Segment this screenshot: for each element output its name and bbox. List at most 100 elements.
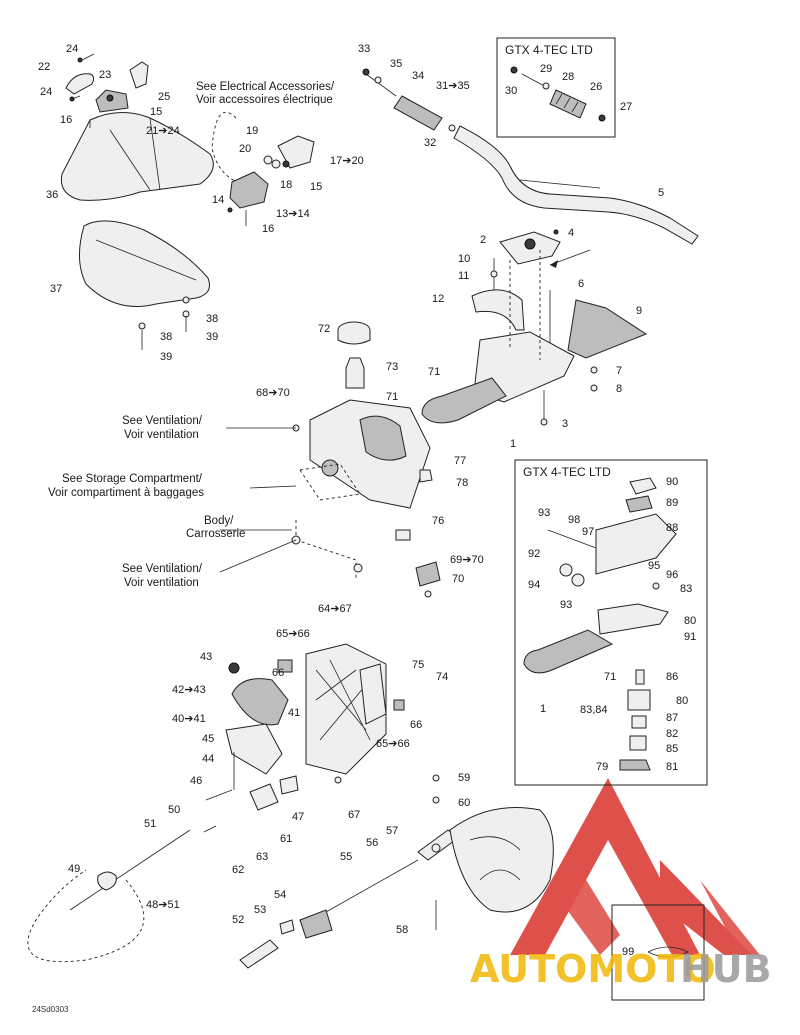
part-label: 72 bbox=[318, 323, 330, 335]
reverse-gate-assembly bbox=[205, 643, 405, 811]
part-label: 54 bbox=[274, 889, 286, 901]
part-label: 61 bbox=[280, 833, 292, 845]
part-label: 23 bbox=[99, 69, 111, 81]
part-label: 37 bbox=[50, 283, 62, 295]
part-label: 17➔20 bbox=[330, 155, 364, 167]
part-label: 38 bbox=[160, 331, 172, 343]
note-ventilation-top-2: Voir ventilation bbox=[124, 429, 199, 441]
note-storage-2: Voir compartiment à baggages bbox=[48, 487, 204, 499]
part-label: 92 bbox=[528, 548, 540, 560]
part-label: 71 bbox=[386, 391, 398, 403]
part-label: 28 bbox=[562, 71, 574, 83]
note-electrical-2: Voir accessoires électrique bbox=[196, 94, 333, 106]
part-label: 12 bbox=[432, 293, 444, 305]
inset-grip bbox=[510, 66, 606, 122]
part-label: 65➔66 bbox=[376, 738, 410, 750]
part-label: 65➔66 bbox=[276, 628, 310, 640]
part-label: 80 bbox=[676, 695, 688, 707]
part-label: 42➔43 bbox=[172, 684, 206, 696]
part-label: 85 bbox=[666, 743, 678, 755]
part-label: 97 bbox=[582, 526, 594, 538]
part-label: 29 bbox=[540, 63, 552, 75]
part-label: 50 bbox=[168, 804, 180, 816]
part-label: 33 bbox=[358, 43, 370, 55]
part-label: 13➔14 bbox=[276, 208, 310, 220]
part-label: 49 bbox=[68, 863, 80, 875]
inset-box-top-title: GTX 4-TEC LTD bbox=[505, 43, 593, 57]
part-label: 63 bbox=[256, 851, 268, 863]
part-label: 10 bbox=[458, 253, 470, 265]
part-label: 86 bbox=[666, 671, 678, 683]
part-label: 15 bbox=[310, 181, 322, 193]
part-labels: 24 22 23 25 24 15 16 21➔24 36 37 38 38 3… bbox=[38, 43, 696, 958]
note-ventilation-bottom-1: See Ventilation/ bbox=[122, 563, 203, 575]
part-label: 82 bbox=[666, 728, 678, 740]
inset-reverse-parts bbox=[523, 477, 677, 771]
part-label: 41 bbox=[288, 707, 300, 719]
part-label: 45 bbox=[202, 733, 214, 745]
cover-assembly bbox=[60, 53, 214, 350]
cable-assembly bbox=[27, 774, 689, 969]
part-label: 66 bbox=[410, 719, 422, 731]
part-label: 25 bbox=[158, 91, 170, 103]
part-label: 26 bbox=[590, 81, 602, 93]
part-label: 71 bbox=[604, 671, 616, 683]
switch-assembly bbox=[211, 111, 315, 226]
part-label: 14 bbox=[212, 194, 224, 206]
part-label: 91 bbox=[684, 631, 696, 643]
note-body-2: Carrosserie bbox=[186, 528, 245, 540]
part-label: 70 bbox=[452, 573, 464, 585]
part-label: 53 bbox=[254, 904, 266, 916]
part-label: 83,84 bbox=[580, 704, 608, 716]
part-label: 5 bbox=[658, 187, 664, 199]
part-label: 16 bbox=[60, 114, 72, 126]
part-label: 80 bbox=[684, 615, 696, 627]
part-label: 88 bbox=[666, 522, 678, 534]
part-label: 16 bbox=[262, 223, 274, 235]
part-label: 99 bbox=[622, 946, 634, 958]
part-label: 76 bbox=[432, 515, 444, 527]
part-label: 58 bbox=[396, 924, 408, 936]
note-storage-1: See Storage Compartment/ bbox=[62, 473, 203, 485]
part-label: 93 bbox=[538, 507, 550, 519]
note-ventilation-bottom-2: Voir ventilation bbox=[124, 577, 199, 589]
part-label: 9 bbox=[636, 305, 642, 317]
part-label: 96 bbox=[666, 569, 678, 581]
part-label: 4 bbox=[568, 227, 574, 239]
part-label: 39 bbox=[160, 351, 172, 363]
part-label: 27 bbox=[620, 101, 632, 113]
part-label: 81 bbox=[666, 761, 678, 773]
part-label: 74 bbox=[436, 671, 448, 683]
part-label: 44 bbox=[202, 753, 214, 765]
part-label: 43 bbox=[200, 651, 212, 663]
part-label: 52 bbox=[232, 914, 244, 926]
part-label: 19 bbox=[246, 125, 258, 137]
part-label: 62 bbox=[232, 864, 244, 876]
svg-text:HUB: HUB bbox=[680, 947, 772, 991]
watermark-text: AUTOMOTO HUB bbox=[470, 947, 772, 991]
part-label: 78 bbox=[456, 477, 468, 489]
handlebar-assembly bbox=[362, 68, 699, 245]
inset-box-right bbox=[514, 459, 708, 786]
note-body-1: Body/ bbox=[204, 515, 234, 527]
part-label: 7 bbox=[616, 365, 622, 377]
part-label: 34 bbox=[412, 70, 424, 82]
part-label: 47 bbox=[292, 811, 304, 823]
part-label: 15 bbox=[150, 106, 162, 118]
part-label: 38 bbox=[206, 313, 218, 325]
note-electrical-1: See Electrical Accessories/ bbox=[196, 81, 335, 93]
steering-column bbox=[421, 229, 648, 426]
part-label: 90 bbox=[666, 476, 678, 488]
part-label: 30 bbox=[505, 85, 517, 97]
inset-box-right-title: GTX 4-TEC LTD bbox=[523, 465, 611, 479]
part-label: 98 bbox=[568, 514, 580, 526]
inset-box-bottom bbox=[611, 904, 705, 1001]
part-label: 3 bbox=[562, 418, 568, 430]
part-label: 67 bbox=[348, 809, 360, 821]
part-label: 46 bbox=[190, 775, 202, 787]
part-label: 60 bbox=[458, 797, 470, 809]
part-label: 21➔24 bbox=[146, 125, 180, 137]
part-label: 24 bbox=[40, 86, 52, 98]
part-label: 95 bbox=[648, 560, 660, 572]
